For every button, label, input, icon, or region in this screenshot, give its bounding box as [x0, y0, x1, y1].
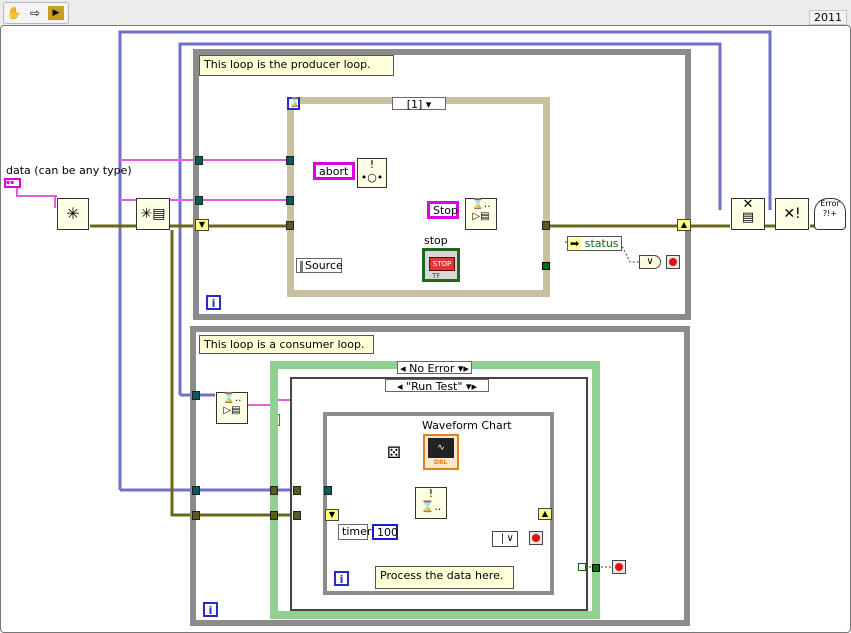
tunnel: [542, 262, 550, 270]
bool-indicator-icon: TF: [432, 272, 441, 280]
shift-register-left: ▼: [195, 219, 209, 231]
hand-icon[interactable]: ✋: [6, 6, 22, 20]
inner-shift-register-right: ▲: [538, 508, 552, 520]
inner-or-gate[interactable]: ∨: [492, 531, 518, 547]
tunnel: [195, 196, 203, 205]
tunnel: [324, 486, 332, 495]
timer-label: timer: [338, 524, 371, 540]
inner-iteration-terminal: i: [334, 571, 349, 586]
stop-constant[interactable]: Stop: [427, 201, 459, 219]
case-selector-test-label: "Run Test": [406, 380, 463, 393]
consumer-while-loop[interactable]: [190, 326, 690, 626]
unbundle-status[interactable]: ➡ status: [567, 236, 622, 251]
dequeue-element-node[interactable]: ⌛..▷▤: [216, 392, 248, 424]
consumer-comment: This loop is a consumer loop.: [199, 335, 374, 354]
data-input-label: data (can be any type): [6, 164, 132, 177]
tunnel: [270, 486, 278, 495]
enqueue-element-node[interactable]: ⌛..▷▤: [465, 198, 497, 230]
consumer-stop-condition-icon: [612, 560, 626, 574]
random-dice-icon[interactable]: ⚄: [387, 443, 401, 462]
version-label: 2011: [809, 10, 847, 25]
chart-type-label: DBL: [434, 459, 448, 466]
chart-graph-icon: ∿: [428, 438, 454, 458]
obtain-queue-node[interactable]: ✳: [57, 198, 89, 230]
simple-error-handler-icon[interactable]: Error?!+: [814, 198, 846, 230]
tunnel: [192, 391, 200, 400]
tunnel: [192, 511, 200, 520]
inner-while-loop[interactable]: [323, 412, 554, 595]
case-selector-error-label: No Error: [409, 362, 455, 375]
tunnel: [270, 511, 278, 520]
release-queue-node[interactable]: ✕▤: [731, 198, 765, 230]
enqueue-node[interactable]: ✳▤: [136, 198, 170, 230]
clean-diagram-icon[interactable]: ▶: [48, 6, 64, 20]
tunnel: [286, 196, 294, 205]
producer-comment: This loop is the producer loop.: [199, 55, 394, 76]
tunnel: [293, 486, 301, 495]
source-label: Source: [296, 258, 343, 273]
tunnel: [195, 156, 203, 165]
timer-constant[interactable]: 100: [372, 524, 398, 540]
tunnel: [286, 156, 294, 165]
event-timeout-icon: ⌛: [287, 97, 301, 110]
tunnel: [293, 511, 301, 520]
case-selector-error[interactable]: ◂ No Error ▾▸: [397, 361, 472, 375]
abort-constant[interactable]: abort: [313, 162, 355, 180]
process-comment: Process the data here.: [375, 566, 514, 589]
wait-ms-node[interactable]: !⌛..: [415, 487, 447, 519]
event-selector-label: [1]: [406, 98, 423, 111]
step-arrow-icon[interactable]: ⇨: [29, 6, 41, 20]
stop-button-face: STOP: [429, 257, 455, 271]
tunnel: [542, 221, 550, 230]
tunnel: [286, 221, 294, 230]
tunnel: [192, 486, 200, 495]
iteration-terminal: i: [206, 295, 221, 310]
status-text: status: [584, 237, 619, 250]
event-selector[interactable]: [1] ▾: [392, 97, 446, 111]
case-selector-test[interactable]: ◂ "Run Test" ▾▸: [385, 379, 489, 393]
shift-register-right: ▲: [677, 219, 691, 231]
waveform-chart-label: Waveform Chart: [422, 419, 512, 432]
consumer-iteration-terminal: i: [203, 602, 218, 617]
dequeue-flush-node[interactable]: !•○•: [357, 158, 387, 188]
inner-stop-condition-icon: [529, 531, 543, 545]
queue-ref-wire-outer: [118, 30, 772, 490]
tunnel: [578, 563, 586, 571]
producer-while-loop[interactable]: [193, 49, 691, 320]
tunnel: [592, 564, 600, 572]
or-gate[interactable]: ∨: [639, 255, 661, 269]
toolbar: ✋ ⇨ ▶ 2011: [0, 0, 851, 26]
loop-condition-stop-icon: [666, 255, 680, 269]
release-notifier-node[interactable]: ✕!: [775, 198, 809, 230]
waveform-chart-terminal[interactable]: ∿ DBL: [423, 434, 459, 470]
inner-shift-register-left: ▼: [325, 509, 339, 521]
stop-button[interactable]: STOP TF: [422, 248, 460, 282]
source-text: Source: [305, 259, 343, 272]
toolbar-button-group: ✋ ⇨ ▶: [3, 2, 69, 24]
data-input-terminal[interactable]: ▪▪: [4, 178, 21, 188]
stop-button-label: stop: [424, 234, 448, 247]
